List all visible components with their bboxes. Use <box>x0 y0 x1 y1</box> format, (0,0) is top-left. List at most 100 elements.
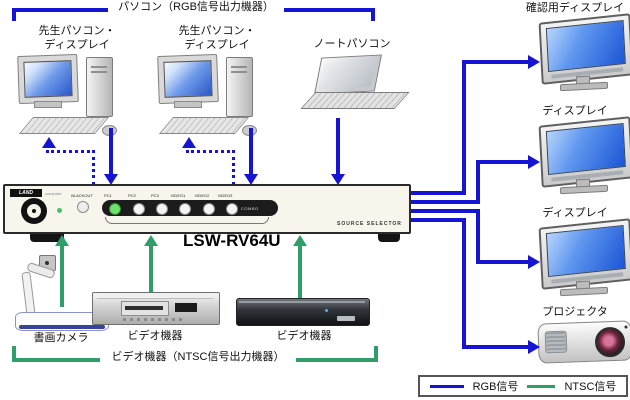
pc2-return-line-v <box>232 150 235 185</box>
check-display-label: 確認用ディスプレイ <box>525 2 625 14</box>
out3-line-v <box>476 209 480 264</box>
laptop-screen-icon <box>314 54 382 95</box>
out4-arrow <box>528 340 540 354</box>
input-button-video3[interactable] <box>226 203 238 215</box>
doc-camera-ntsc-line <box>60 245 64 307</box>
pc-group-bracket-left-stub <box>12 8 16 21</box>
pc-tower-icon <box>86 57 113 117</box>
legend-rgb-line <box>429 384 464 388</box>
teacher-pc-2-label: 先生パソコン・ ディスプレイ <box>178 25 256 51</box>
pc-group-label: パソコン（RGB信号出力機器） <box>108 1 284 15</box>
input-label-2: PC2 <box>128 193 136 198</box>
crt-monitor-icon <box>17 53 79 105</box>
power-knob[interactable] <box>21 198 47 224</box>
out2-arrow <box>528 155 540 169</box>
brand-suffix: computer <box>45 191 62 196</box>
out1-line-h1 <box>411 191 466 195</box>
input-button-strip: COMBO <box>102 200 278 216</box>
video1-ntsc-line <box>149 245 153 295</box>
laptop: ノートパソコン <box>300 38 410 118</box>
video2-ntsc-line <box>298 245 302 300</box>
vcr-display <box>175 303 197 312</box>
out1-line-h2 <box>462 60 528 64</box>
video1-ntsc-arrow <box>144 235 158 246</box>
input-button-pc2[interactable] <box>133 203 145 215</box>
out4-line-h2 <box>462 345 528 349</box>
legend-rgb-label: RGB信号 <box>472 381 519 393</box>
pc1-return-arrow <box>42 137 56 148</box>
projector-label: プロジェクタ <box>542 306 608 318</box>
input-button-pc1[interactable] <box>109 203 121 215</box>
desktop-pc-illustration <box>17 53 138 145</box>
monitor-stand <box>34 101 62 108</box>
vcr-cassette-door <box>121 301 169 316</box>
doc-camera-arm-column <box>21 271 36 317</box>
input-label-4: VIDEO1 <box>170 193 186 198</box>
blackout-button[interactable] <box>77 201 89 213</box>
monitor-screen <box>23 60 73 98</box>
crt-monitor-icon <box>157 53 219 105</box>
vcr-buttons <box>123 318 183 321</box>
laptop-keyboard-icon <box>300 92 410 109</box>
projector-vent <box>544 330 568 354</box>
out3-line-h1 <box>411 209 480 213</box>
laptop-illustration <box>300 54 410 116</box>
pc1-rgb-line <box>109 128 113 176</box>
laptop-rgb-arrow <box>331 174 345 185</box>
switcher-device: LAND computer BLACKOUT PC1 PC2 PC3 VIDEO… <box>3 184 411 234</box>
display-icon <box>538 13 630 85</box>
input-label-5: VIDEO2 <box>194 193 210 198</box>
switcher-model-label: LSW-RV64U <box>183 231 281 250</box>
input-label-3: PC3 <box>151 193 159 198</box>
display-3-label: ディスプレイ <box>542 207 608 219</box>
projector-lens <box>594 326 626 358</box>
out2-line-v <box>476 160 480 204</box>
doc-camera-label: 書画カメラ <box>33 332 89 344</box>
input-button-pc3[interactable] <box>156 203 168 215</box>
out3-arrow <box>528 255 540 269</box>
input-button-video1[interactable] <box>179 203 191 215</box>
power-led <box>57 208 62 213</box>
out4-line-h1 <box>411 218 466 222</box>
video-device-2-label: ビデオ機器 <box>276 330 332 342</box>
bluray-player-icon <box>236 298 370 326</box>
display-icon <box>538 218 630 290</box>
doc-camera-ntsc-arrow <box>55 235 69 246</box>
teacher-pc-2: 先生パソコン・ ディスプレイ <box>157 25 278 145</box>
check-display: 確認用ディスプレイ <box>520 2 630 102</box>
laptop-rgb-line <box>336 118 340 176</box>
out4-line-v <box>462 218 466 349</box>
pc1-return-line-v <box>92 150 95 185</box>
video-device-2: ビデオ機器 <box>236 296 372 348</box>
input-label-1: PC1 <box>104 193 112 198</box>
pc2-return-line-h <box>186 150 235 153</box>
pc2-return-arrow <box>182 137 196 148</box>
video-device-1-label: ビデオ機器 <box>127 330 183 342</box>
laptop-label: ノートパソコン <box>313 38 391 50</box>
monitor-screen <box>163 60 213 98</box>
video-group-bracket-left-stub <box>12 346 16 358</box>
teacher-pc-1: 先生パソコン・ ディスプレイ <box>17 25 138 145</box>
keyboard-icon <box>18 117 110 134</box>
combo-label: COMBO <box>241 206 259 211</box>
out2-line-h1 <box>411 200 480 204</box>
out1-line-v <box>462 60 466 195</box>
display-2-label: ディスプレイ <box>542 105 608 117</box>
pc1-rgb-arrow <box>104 174 118 185</box>
input-group-bracket <box>105 217 269 224</box>
switcher-foot-right <box>378 233 400 242</box>
brand-logo: LAND <box>10 189 42 197</box>
pc2-rgb-arrow <box>244 174 258 185</box>
display-2: ディスプレイ <box>520 105 630 205</box>
panel-text: SOURCE SELECTOR <box>337 221 402 227</box>
display-3: ディスプレイ <box>520 207 630 307</box>
display-icon <box>538 116 630 188</box>
input-button-video2[interactable] <box>203 203 215 215</box>
vcr-icon <box>92 292 220 325</box>
pc-tower-icon <box>226 57 253 117</box>
video-group-label: ビデオ機器（NTSC信号出力機器） <box>100 351 296 365</box>
pc-group-bracket-right-stub <box>371 8 375 21</box>
out3-line-h2 <box>476 260 528 264</box>
video2-ntsc-arrow <box>293 235 307 246</box>
